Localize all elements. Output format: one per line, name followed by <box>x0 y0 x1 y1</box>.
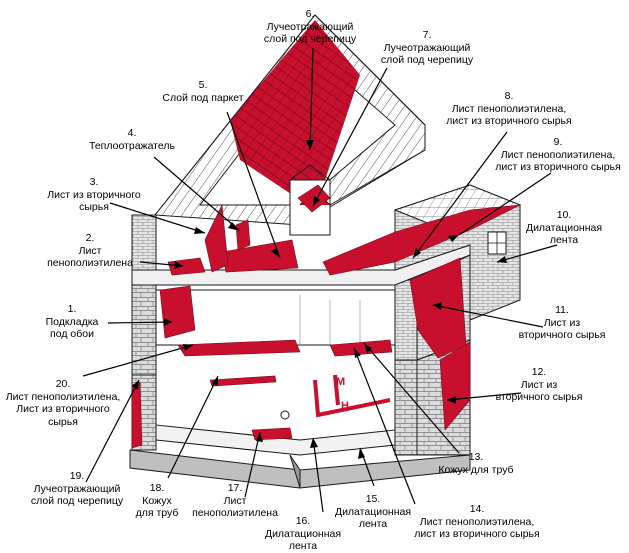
label-11: 11. Лист из вторичного сырья <box>510 304 614 342</box>
label-1: 1. Подкладка под обои <box>42 303 102 341</box>
label-3-line-2: сырья <box>79 201 109 213</box>
label-17-line-2: пенополиэтилена <box>192 507 278 519</box>
label-15-line-2: лента <box>358 518 388 530</box>
label-14-number: 14. <box>469 503 485 515</box>
insulation-second-floor <box>221 239 299 273</box>
label-19: 19. Лучеотражающий слой под черепицу <box>22 470 132 508</box>
label-11-line-1: Лист из <box>543 316 581 329</box>
insulation-second-floor-left <box>167 257 206 276</box>
label-6: 6. Лучеотражающий слой под черепицу <box>258 8 362 46</box>
label-9: 9. Лист пенополиэтилена, лист из вторичн… <box>490 136 626 174</box>
label-17-line-1: Лист <box>223 494 247 507</box>
label-3-line-1: Лист из вторичного <box>47 188 141 201</box>
label-20-line-2: Лист из вторичного <box>16 403 110 415</box>
label-4-number: 4. <box>127 127 137 139</box>
label-12-line-1: Лист из <box>520 378 558 391</box>
pipe-mark-top: М <box>336 376 345 388</box>
label-15: 15. Дилатационная лента <box>330 493 416 531</box>
label-8-line-1: Лист пенополиэтилена, <box>451 102 567 115</box>
label-16-line-1: Дилатационная <box>264 527 342 540</box>
label-12: 12. Лист из вторичного сырья <box>487 366 591 404</box>
label-1-line-1: Подкладка <box>45 315 99 328</box>
label-9-line-2: лист из вторичного сырья <box>495 161 621 173</box>
label-2-number: 2. <box>85 232 95 244</box>
label-10-line-1: Дилатационная <box>525 221 603 234</box>
label-2-line-1: Лист <box>78 244 102 257</box>
label-18: 18. Кожух для труб <box>132 482 182 520</box>
label-8: 8. Лист пенополиэтилена, лист из вторичн… <box>434 90 584 128</box>
label-1-number: 1. <box>67 303 77 315</box>
label-2: 2. Лист пенополиэтилена <box>42 232 138 270</box>
leader-lines <box>82 47 558 513</box>
label-7-line-2: слой под черепицу <box>380 54 474 66</box>
label-11-number: 11. <box>555 304 569 316</box>
insulation-basement-wall-left <box>131 381 143 449</box>
insulation-reflector-panel <box>235 219 251 251</box>
leader-arrowheads <box>132 140 507 459</box>
label-16: 16. Дилатационная лента <box>260 515 346 553</box>
label-9-line-1: Лист пенополиэтилена, <box>500 148 616 161</box>
label-6-line-2: слой под черепицу <box>263 33 357 45</box>
label-17: 17. Лист пенополиэтилена <box>190 482 280 520</box>
label-14-line-2: лист из вторичного сырья <box>414 528 540 540</box>
label-10: 10. Дилатационная лента <box>522 209 606 247</box>
pipes <box>313 374 391 418</box>
label-13-line-1: Кожух для труб <box>438 463 514 476</box>
label-6-line-1: Лучеотражающий <box>266 20 354 33</box>
label-7-line-1: Лучеотражающий <box>383 41 471 54</box>
label-15-line-1: Дилатационная <box>334 505 412 518</box>
label-5: 5. Слой под паркет <box>158 79 248 104</box>
label-14: 14. Лист пенополиэтилена, лист из вторич… <box>402 503 552 541</box>
label-7: 7. Лучеотражающий слой под черепицу <box>375 29 479 67</box>
label-13: 13. Кожух для труб <box>428 451 524 476</box>
insulation-wall-reflector <box>204 203 229 273</box>
label-15-number: 15. <box>365 493 381 505</box>
insulation-right-wing-floor <box>322 204 521 276</box>
label-16-line-2: лента <box>288 540 318 552</box>
label-10-number: 10. <box>556 209 572 221</box>
label-5-number: 5. <box>198 79 208 91</box>
label-18-line-2: для труб <box>135 507 179 519</box>
label-20-number: 20. <box>55 378 71 390</box>
label-9-number: 9. <box>553 136 563 148</box>
insulation-ground-floor-right <box>329 339 393 357</box>
label-2-line-2: пенополиэтилена <box>47 257 133 269</box>
label-4-line-1: Теплоотражатель <box>89 139 175 152</box>
label-6-number: 6. <box>305 8 315 20</box>
label-10-line-2: лента <box>549 234 579 246</box>
label-16-number: 16. <box>295 515 311 527</box>
label-8-number: 8. <box>504 90 514 102</box>
insulation-ground-wall-left <box>159 285 196 339</box>
label-1-line-2: под обои <box>50 328 94 340</box>
label-18-number: 18. <box>149 482 165 494</box>
label-20-line-1: Лист пенополиэтилена, <box>5 390 121 403</box>
boiler-icon <box>280 410 290 420</box>
label-17-number: 17. <box>227 482 243 494</box>
label-8-line-2: лист из вторичного сырья <box>446 115 572 127</box>
label-19-number: 19. <box>69 470 85 482</box>
label-12-number: 12. <box>531 366 547 378</box>
label-18-line-1: Кожух <box>142 494 172 507</box>
label-11-line-2: вторичного сырья <box>518 329 606 341</box>
insulation-basement-wall-right <box>439 341 471 431</box>
label-20-line-3: сырья <box>48 415 78 428</box>
label-3-number: 3. <box>89 176 99 188</box>
label-4: 4. Теплоотражатель <box>84 127 180 152</box>
label-13-number: 13. <box>468 451 484 463</box>
label-3: 3. Лист из вторичного сырья <box>44 176 144 214</box>
label-7-number: 7. <box>422 29 432 41</box>
label-14-line-1: Лист пенополиэтилена, <box>419 515 535 528</box>
label-19-line-1: Лучеотражающий <box>33 482 121 495</box>
insulation-basement-floor <box>251 427 293 441</box>
label-20: 20. Лист пенополиэтилена, Лист из вторич… <box>0 378 126 428</box>
label-12-line-2: вторичного сырья <box>495 391 583 403</box>
label-19-line-2: слой под черепицу <box>30 495 124 507</box>
pipe-mark-bottom: Н <box>341 400 349 412</box>
label-5-line-1: Слой под паркет <box>162 91 244 104</box>
insulation-pipe-sleeve <box>209 375 277 387</box>
insulation-ground-floor <box>177 339 301 357</box>
